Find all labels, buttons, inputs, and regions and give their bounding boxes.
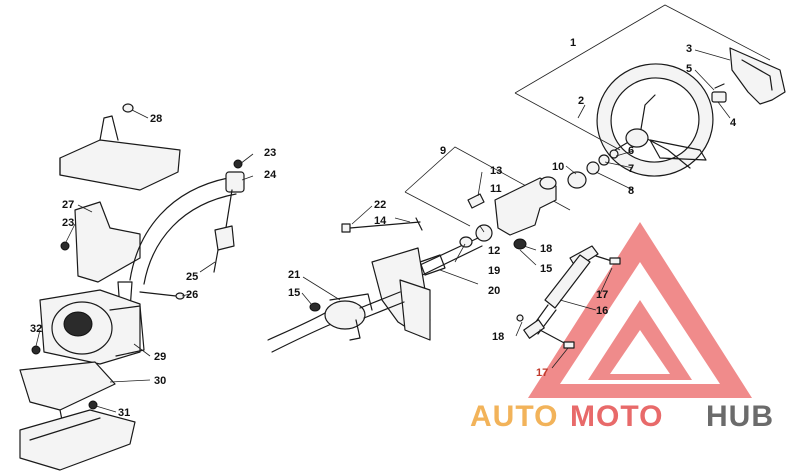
watermark-text: AUTO MOTO HUB <box>470 400 774 433</box>
gear-shaft <box>117 281 185 311</box>
upper-column-tube <box>129 159 245 285</box>
label-9: 9 <box>440 145 446 157</box>
label-25: 25 <box>186 271 198 283</box>
watermark-auto: AUTO <box>470 400 558 433</box>
label-13: 13 <box>490 165 502 177</box>
label-15a: 15 <box>288 287 300 299</box>
lower-steering-tube <box>267 291 405 353</box>
label-23b: 23 <box>264 147 276 159</box>
label-16: 16 <box>596 305 608 317</box>
label-14: 14 <box>374 215 387 227</box>
label-8: 8 <box>628 185 634 197</box>
nut-15-left <box>309 302 321 312</box>
watermark-logo <box>528 222 752 398</box>
label-21: 21 <box>288 269 300 281</box>
bolt-14-22 <box>341 217 423 233</box>
callout-labels: 1 2 3 5 4 10 6 7 8 9 13 11 22 14 12 18 1… <box>30 37 737 419</box>
steering-damper <box>516 245 621 349</box>
label-31: 31 <box>118 407 130 419</box>
label-6: 6 <box>628 145 634 157</box>
watermark-hub: HUB <box>706 400 774 433</box>
label-27: 27 <box>62 199 74 211</box>
label-24: 24 <box>264 169 277 181</box>
label-17a: 17 <box>596 289 608 301</box>
power-steering-unit <box>39 289 145 365</box>
mount-bracket-27 <box>60 201 141 283</box>
label-28: 28 <box>150 113 162 125</box>
horn-connector <box>711 83 727 103</box>
label-30: 30 <box>154 375 166 387</box>
label-1: 1 <box>570 37 576 49</box>
label-18b: 18 <box>492 331 504 343</box>
horn-cover <box>729 47 786 105</box>
label-10: 10 <box>552 161 564 173</box>
label-3: 3 <box>686 43 692 55</box>
label-4: 4 <box>730 117 737 129</box>
steering-column-bracket <box>467 176 557 250</box>
label-26: 26 <box>186 289 198 301</box>
steering-wheel <box>596 63 714 177</box>
label-29: 29 <box>154 351 166 363</box>
frame-bracket <box>59 103 181 191</box>
label-17b: 17 <box>536 367 548 379</box>
label-18a: 18 <box>540 243 552 255</box>
label-23a: 23 <box>62 217 74 229</box>
label-2: 2 <box>578 95 584 107</box>
label-22: 22 <box>374 199 386 211</box>
label-20: 20 <box>488 285 500 297</box>
skid-plate <box>19 400 136 471</box>
label-7: 7 <box>628 163 634 175</box>
label-12: 12 <box>488 245 500 257</box>
label-5: 5 <box>686 63 692 75</box>
column-support-plate <box>371 247 431 341</box>
hub-fastener-stack <box>567 149 619 189</box>
label-11: 11 <box>490 183 502 195</box>
label-32: 32 <box>30 323 42 335</box>
label-19: 19 <box>488 265 500 277</box>
watermark-moto: MOTO <box>570 400 663 433</box>
mount-plate-30 <box>19 345 116 421</box>
label-15b: 15 <box>540 263 552 275</box>
